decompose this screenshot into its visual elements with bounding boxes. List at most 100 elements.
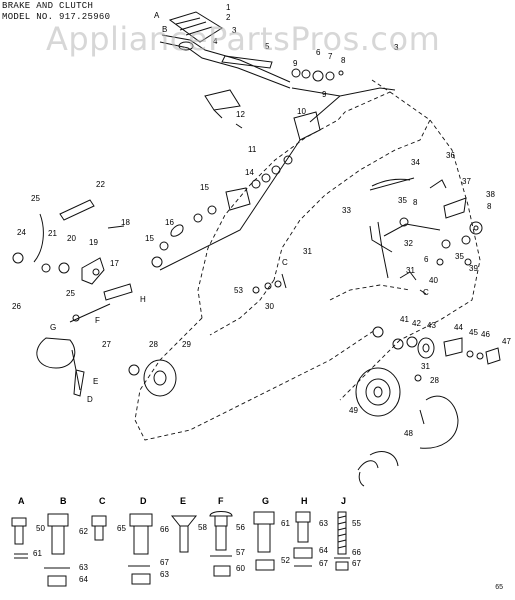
part-callout: 5 [265,42,270,51]
part-callout: 20 [67,234,76,243]
part-callout: 14 [245,168,254,177]
part-callout: 28 [149,340,158,349]
part-callout: 40 [429,276,438,285]
hardware-part-number: 52 [281,556,290,565]
hardware-part-number: 66 [352,548,361,557]
brake-rod [159,87,396,271]
part-callout: 26 [12,302,21,311]
hardware-letter: H [301,496,308,506]
hardware-letter: C [99,496,106,506]
hardware-part-number: 58 [198,523,207,532]
part-callout: 22 [96,180,105,189]
part-callout: 3 [232,26,237,35]
hardware-part-number: 60 [236,564,245,573]
hardware-part-number: 67 [319,559,328,568]
part-callout: 39 [469,264,478,273]
part-callout: 47 [502,337,511,346]
part-callout: 41 [400,315,409,324]
part-callout: 31 [421,362,430,371]
part-callout: 21 [48,229,57,238]
part-callout: 49 [349,406,358,415]
part-callout: F [95,316,100,325]
part-callout: 15 [145,234,154,243]
part-callout: 9 [293,59,298,68]
part-callout: 11 [248,145,257,154]
part-callout: 32 [404,239,413,248]
hardware-lineup [11,511,350,587]
part-callout: 18 [121,218,130,227]
part-callout: H [140,295,146,304]
part-callout: 12 [236,110,245,119]
hardware-part-number: 56 [236,523,245,532]
part-callout: 45 [469,328,478,337]
part-callout: 8 [487,202,492,211]
hardware-part-number: 55 [352,519,361,528]
hardware-part-number: 62 [79,527,88,536]
hardware-letter: A [18,496,25,506]
part-callout: 33 [342,206,351,215]
part-callout: 53 [234,286,243,295]
part-callout: 6 [424,255,429,264]
model-number: MODEL NO. 917.25960 [2,12,111,22]
part-callout: 44 [454,323,463,332]
part-callout: D [87,395,93,404]
part-callout: 30 [265,302,274,311]
part-callout: 3 [394,43,399,52]
part-callout: 19 [89,238,98,247]
part-callout: 29 [182,340,191,349]
hardware-letter: G [262,496,269,506]
part-callout: 8 [413,198,418,207]
hardware-part-number: 66 [160,525,169,534]
brake-pedal-assembly [159,11,344,129]
pulleys-and-belt [128,359,459,487]
part-callout: G [50,323,56,332]
idler-pulley-parts [372,326,501,365]
hardware-part-number: 61 [33,549,42,558]
part-callout: B [162,25,167,34]
hardware-part-number: 64 [79,575,88,584]
part-callout: 24 [17,228,26,237]
part-callout: 37 [462,177,471,186]
part-callout: 38 [486,190,495,199]
part-callout: 2 [226,13,231,22]
part-callout: 28 [430,376,439,385]
part-callout: 42 [412,319,421,328]
hardware-part-number: 57 [236,548,245,557]
part-callout: 10 [297,107,306,116]
part-callout: A [154,11,160,20]
hardware-letter: F [218,496,224,506]
adjuster-parts [252,273,287,294]
hardware-part-number: 63 [79,563,88,572]
part-callout: 16 [165,218,174,227]
right-linkage [369,177,483,295]
part-callout: E [93,377,98,386]
part-callout: 46 [481,330,490,339]
hardware-part-number: 63 [160,570,169,579]
hardware-part-number: 50 [36,524,45,533]
diagram-title: BRAKE AND CLUTCH [2,1,94,11]
hardware-part-number: 63 [319,519,328,528]
part-callout: 8 [341,56,346,65]
part-callout: 36 [446,151,455,160]
part-callout: 25 [31,194,40,203]
hardware-part-number: 67 [160,558,169,567]
part-callout: C [282,258,288,267]
part-callout: 9 [322,90,327,99]
part-callout: 35 [455,252,464,261]
part-callout: 25 [66,289,75,298]
hardware-letter: B [60,496,67,506]
hardware-letter: D [140,496,147,506]
part-callout: 4 [213,37,218,46]
part-callout: 48 [404,429,413,438]
spring-rod-parts [107,155,293,268]
hardware-part-number: 61 [281,519,290,528]
part-callout: 7 [328,52,333,61]
hardware-letter: J [341,496,346,506]
hardware-part-number: 64 [319,546,328,555]
part-callout: 31 [303,247,312,256]
hardware-letter: E [180,496,186,506]
part-callout: C [423,288,429,297]
